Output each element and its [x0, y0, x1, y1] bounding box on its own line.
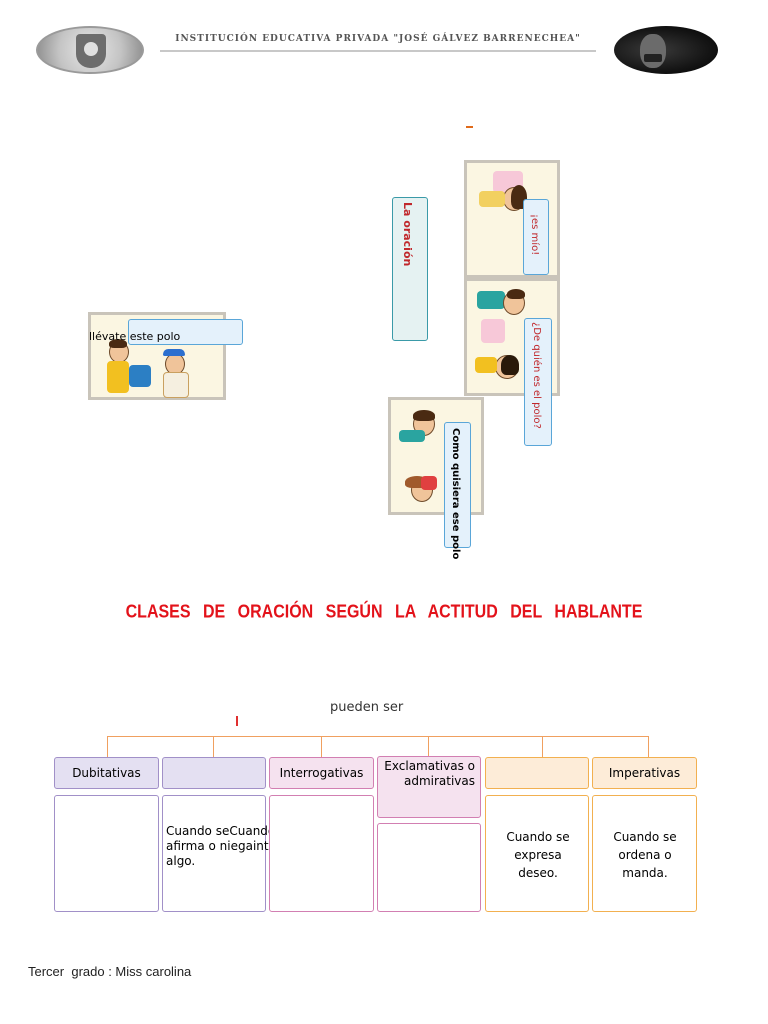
- pueden-ser-label: pueden ser: [330, 700, 404, 715]
- class-label: Interrogativas: [279, 766, 364, 780]
- class-label: Dubitativas: [72, 766, 141, 780]
- speech-bubble-3: [524, 318, 552, 446]
- class-label: Imperativas: [608, 766, 681, 780]
- class-box-enunciativas: [162, 757, 266, 789]
- connector-2: [213, 736, 215, 757]
- desc-box-enunciativas: Cuando seCuando se afirma o niegainterro…: [162, 795, 312, 912]
- class-label: Exclamativas o admirativas: [384, 759, 475, 788]
- desc-box-imperativas: Cuando se ordena o manda.: [592, 795, 697, 912]
- connector-1: [107, 736, 109, 757]
- bubble-text-3: ¿De quién es el polo?: [531, 322, 542, 429]
- class-description: Cuando se expresa deseo.: [506, 830, 570, 880]
- class-box-desiderativas: [485, 757, 589, 789]
- class-box-dubitativas: Dubitativas: [54, 757, 159, 789]
- class-description: Cuando se ordena o manda.: [613, 830, 677, 880]
- desc-box-interrogativas: [269, 795, 374, 912]
- connector-5: [542, 736, 544, 757]
- shield-icon: [76, 34, 106, 68]
- bubble-text-1: llévate este polo: [89, 330, 181, 343]
- portrait-image: [614, 26, 718, 74]
- face-figure: [640, 34, 666, 68]
- oracion-label-box: La oración: [392, 197, 428, 341]
- connector-3: [321, 736, 323, 757]
- header-divider: [160, 50, 596, 52]
- class-box-exclamativas: Exclamativas o admirativas: [377, 756, 481, 818]
- desc-box-dubitativas: [54, 795, 159, 912]
- speech-bubble-2: [523, 199, 549, 275]
- connector-4: [428, 736, 430, 756]
- scene-image-mine: [464, 160, 560, 278]
- institution-name: INSTITUCIÓN EDUCATIVA PRIVADA "JOSÉ GÁLV…: [175, 34, 581, 44]
- red-tick-mark: [236, 716, 238, 726]
- oracion-label: La oración: [401, 202, 414, 267]
- connector-6: [648, 736, 650, 757]
- class-box-imperativas: Imperativas: [592, 757, 697, 789]
- desc-box-desiderativas: Cuando se expresa deseo.: [485, 795, 589, 912]
- bubble-text-2: ¡es mío!: [529, 214, 540, 256]
- speech-bubble-4: [444, 422, 471, 548]
- connector-horizontal: [107, 736, 649, 738]
- orange-dash-mark: [466, 126, 473, 128]
- school-logo: [36, 26, 144, 74]
- speech-bubble-1: [128, 319, 243, 345]
- footer-text: Tercer grado : Miss carolina: [28, 964, 192, 979]
- class-box-interrogativas: Interrogativas: [269, 757, 374, 789]
- desc-box-exclamativas: [377, 823, 481, 912]
- main-title: CLASES DE ORACIÓN SEGÚN LA ACTITUD DEL H…: [125, 602, 643, 623]
- bubble-text-4: Como quisiera ese polo: [450, 428, 461, 560]
